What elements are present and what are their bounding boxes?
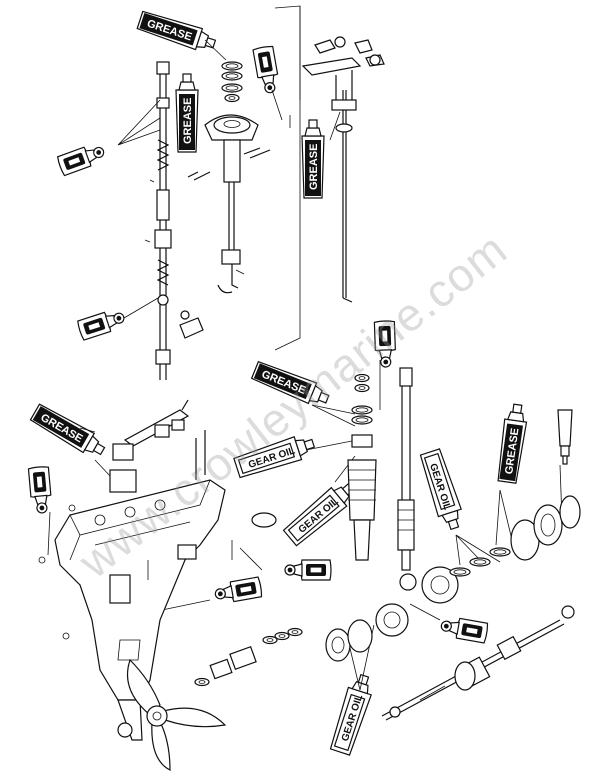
- oil-can-left-lower: [27, 465, 53, 515]
- water-tube: [79, 399, 206, 493]
- gearcase-housing: [54, 479, 226, 741]
- oil-can-bottom-left: [213, 576, 264, 606]
- small-hardware: [38, 504, 303, 687]
- oil-can-left-mid: [76, 306, 128, 341]
- grease-label: GREASE: [182, 98, 194, 144]
- grease-tube-right: GREASE: [301, 119, 325, 199]
- oil-can-bottom-right: [439, 614, 490, 644]
- bearing-stack: [347, 373, 377, 561]
- leader-lines: [47, 39, 563, 691]
- propeller: [117, 658, 227, 771]
- gear-oil-tube-right: GEAR OIL: [417, 447, 467, 533]
- grease-tube-top: GREASE: [136, 8, 219, 56]
- grease-tube-center: GREASE: [175, 73, 199, 153]
- driveshaft: [397, 367, 417, 591]
- gear-oil-tube-bottom: GEAR OIL: [327, 671, 377, 757]
- grease-tube-left: GREASE: [28, 401, 109, 462]
- oil-can-mid-lower: [284, 559, 332, 581]
- small-tube-right: [557, 409, 573, 465]
- oil-can-top: [252, 44, 282, 95]
- grease-tube-gear: GREASE: [495, 402, 530, 485]
- upper-shift-linkage: [144, 5, 385, 380]
- gear-oil-tube-lower: GEAR OIL: [281, 476, 360, 548]
- grease-label: GREASE: [308, 144, 320, 190]
- prop-shaft-gears: [325, 495, 581, 721]
- oil-can-left-upper: [56, 140, 108, 177]
